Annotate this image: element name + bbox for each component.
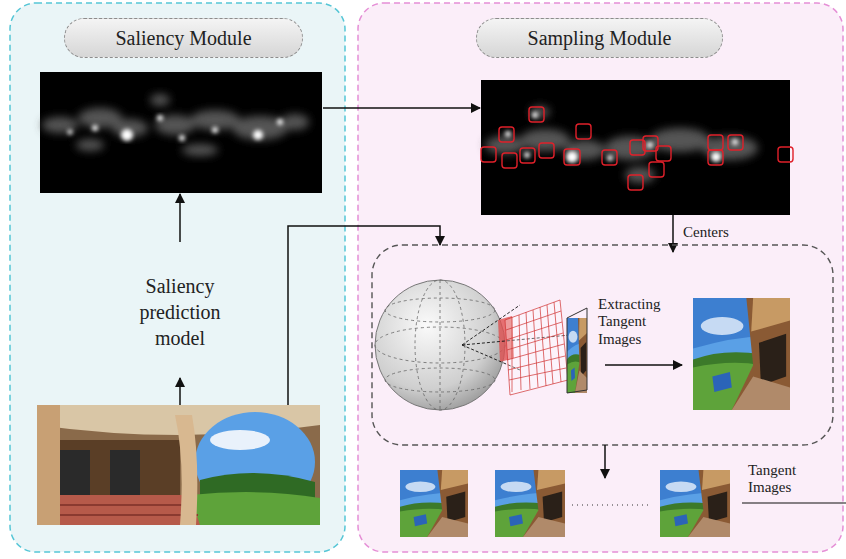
annotation-label: Centers bbox=[683, 224, 753, 241]
module-title: Saliency Module bbox=[64, 18, 303, 58]
step-text: Extracting Tangent Images bbox=[598, 296, 684, 348]
annotation-label: Tangent Images bbox=[748, 462, 828, 497]
box-text: Saliency prediction model bbox=[132, 273, 228, 351]
module-title: Sampling Module bbox=[476, 18, 723, 58]
